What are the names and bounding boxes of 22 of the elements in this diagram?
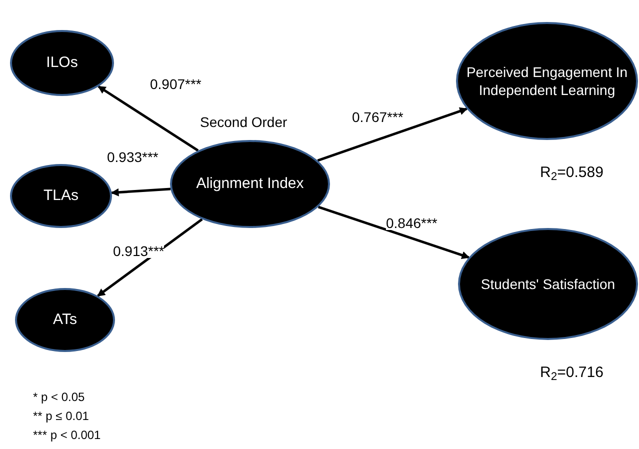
significance-note: ** p ≤ 0.01 [33,410,89,422]
edge-label: 0.933*** [107,150,158,164]
edge-label: 0.913*** [113,244,164,258]
r-squared-label: R$_{2}$=0.589 [540,165,604,180]
r-squared-label: R$_{2}$=0.716 [540,365,604,380]
node-label: TLAs [42,186,80,206]
node-caption: Second Order [200,113,288,132]
edge-label: 0.846*** [386,216,438,230]
edge-label: 0.767*** [352,110,404,124]
node-label: Perceived Engagement In Independent Learning [465,62,629,100]
arrow [110,188,171,196]
arrow [317,107,468,162]
node-label: Alignment Index [195,174,305,194]
edge-label: 0.907*** [150,77,202,91]
node-label: Students' Satisfaction [480,274,616,294]
node-label: ILOs [45,53,79,73]
significance-note: * p < 0.05 [33,391,85,403]
arrow [97,218,203,297]
significance-note: *** p < 0.001 [33,429,101,441]
arrow [318,206,470,259]
node-label: ATs [52,310,78,330]
arrow [98,85,199,152]
